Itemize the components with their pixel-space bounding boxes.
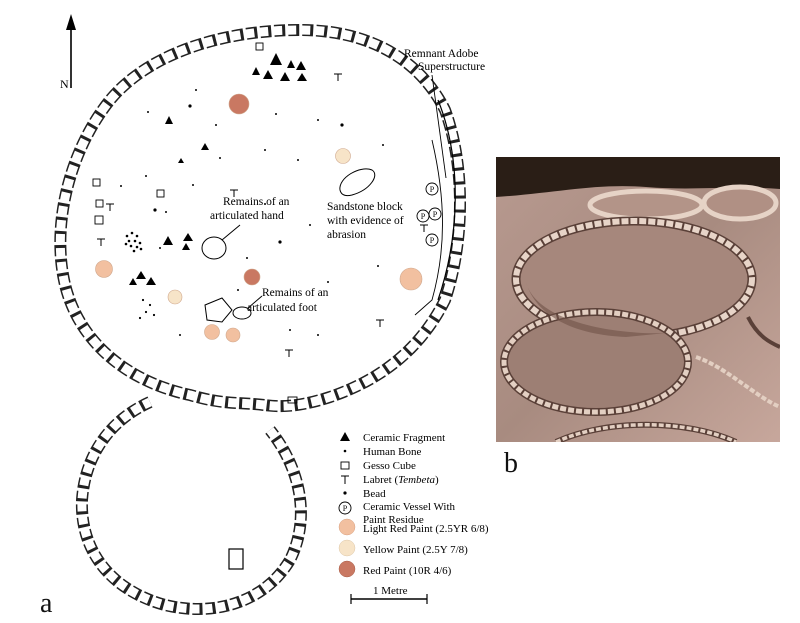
annotation-labels: Remnant Adobe Superstructure Sandstone b… [210,48,485,314]
legend-red-label: Red Paint (10R 4/6) [363,565,452,577]
gesso-cubes [92,42,298,404]
legend-labret-label: Labret (Tembeta) [363,474,439,486]
hand-label-1: Remains of an [223,196,290,208]
vessel-symbol: P [430,185,435,194]
red-paint-circle [228,93,250,115]
light-red-paint-circle [225,327,241,343]
remnant-adobe-label-1: Remnant Adobe [404,48,478,60]
vessel-symbol: P [421,212,426,221]
scale-label: 1 Metre [373,585,408,597]
legend-bone-label: Human Bone [363,446,421,458]
legend-vessel-symbol: P [343,504,348,513]
foot-label-2: articulated foot [247,302,318,314]
panel-label-b: b [504,448,518,479]
ceramic-fragments [129,53,307,285]
legend-vessel-label-1: Ceramic Vessel With [363,501,456,513]
hand-label-2: articulated hand [210,210,284,222]
foot-label-1: Remains of an [262,287,329,299]
light-red-paint-circle [399,267,423,291]
red-paint-circle [243,268,261,286]
feature-outlines [201,168,376,323]
yellow-paint-circle [167,289,183,305]
legend-bead-label: Bead [363,488,386,500]
upper-chamber-wall [54,24,466,413]
north-arrow: N [60,14,76,91]
north-label: N [60,77,69,91]
sandstone-block-outline [339,168,376,197]
foot-remains-outline [204,297,233,323]
labrets [97,73,428,357]
beads [153,104,344,244]
legend-ceramic-label: Ceramic Fragment [363,432,445,444]
remnant-adobe-label-2: Superstructure [418,61,485,73]
sandstone-label-3: abrasion [327,229,366,241]
vessel-symbol: P [433,210,438,219]
gesso-cube-block [228,548,244,570]
ceramic-vessels: P P P P [416,182,442,247]
legend-vessel-label-2: Paint Residue [363,514,424,526]
legend-light-red-label: Light Red Paint (2.5YR 6/8) [363,523,489,535]
light-red-paint-circle [204,324,220,340]
panel-label-a: a [40,588,53,619]
yellow-paint-circle [335,148,351,164]
hand-remains-outline [201,236,227,260]
light-red-paint-circle [95,260,113,278]
legend-gesso-label: Gesso Cube [363,460,416,472]
paint-residue-circles [95,93,423,343]
human-bone-scatter [120,89,384,336]
lower-chamber-wall [75,396,307,615]
legend: Ceramic Fragment Human Bone Gesso Cube L… [338,432,489,578]
remnant-adobe-superstructure [414,74,456,316]
legend-yellow-label: Yellow Paint (2.5Y 7/8) [363,544,468,556]
sandstone-label-1: Sandstone block [327,201,403,213]
scale-bar: 1 Metre [350,585,428,604]
sandstone-label-2: with evidence of [327,215,404,227]
excavation-photograph [496,157,780,442]
vessel-symbol: P [430,236,435,245]
